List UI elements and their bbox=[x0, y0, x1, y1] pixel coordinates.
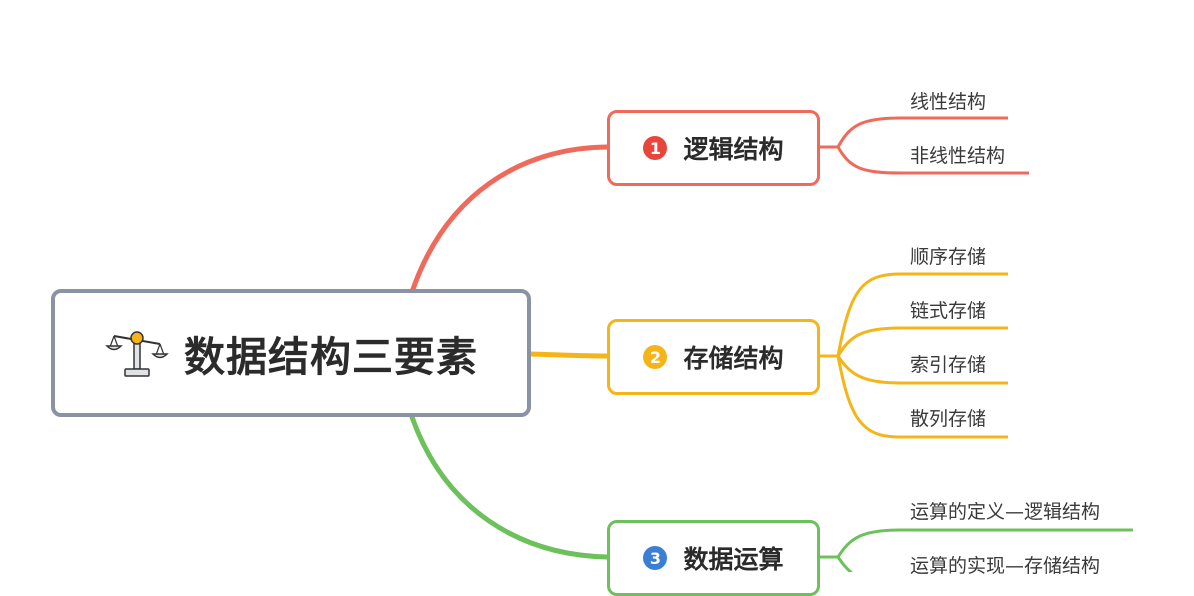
badge-1: 1 bbox=[643, 136, 668, 160]
leaf-indexed[interactable]: 索引存储 bbox=[910, 354, 987, 376]
connector-root-logic bbox=[409, 144, 610, 295]
branch-label-logic: 逻辑结构 bbox=[683, 135, 784, 164]
connector-root-storage bbox=[530, 351, 608, 359]
branch-node-storage[interactable]: 2 存储结构 bbox=[607, 319, 820, 395]
root-title: 数据结构三要素 bbox=[184, 333, 478, 381]
leaf-sequential[interactable]: 顺序存储 bbox=[910, 246, 987, 268]
leaf-op-definition[interactable]: 运算的定义—逻辑结构 bbox=[910, 501, 1101, 523]
leaf-linked[interactable]: 链式存储 bbox=[910, 300, 987, 322]
badge-2: 2 bbox=[643, 345, 668, 369]
branch-label-storage: 存储结构 bbox=[683, 344, 784, 373]
leaf-nonlinear[interactable]: 非线性结构 bbox=[910, 145, 1006, 167]
branch-node-ops[interactable]: 3 数据运算 bbox=[607, 520, 820, 596]
leaf-hashed[interactable]: 散列存储 bbox=[910, 408, 987, 430]
badge-3: 3 bbox=[643, 546, 668, 570]
balance-scale-icon bbox=[105, 331, 169, 377]
leaf-linear[interactable]: 线性结构 bbox=[910, 91, 987, 113]
root-node[interactable]: 数据结构三要素 bbox=[51, 289, 531, 417]
branch-node-logic[interactable]: 1 逻辑结构 bbox=[607, 110, 820, 186]
leaf-op-implementation[interactable]: 运算的实现—存储结构 bbox=[910, 555, 1101, 577]
branch-label-ops: 数据运算 bbox=[683, 545, 784, 574]
connector-lines bbox=[409, 116, 1133, 572]
connector-root-ops bbox=[409, 414, 610, 560]
